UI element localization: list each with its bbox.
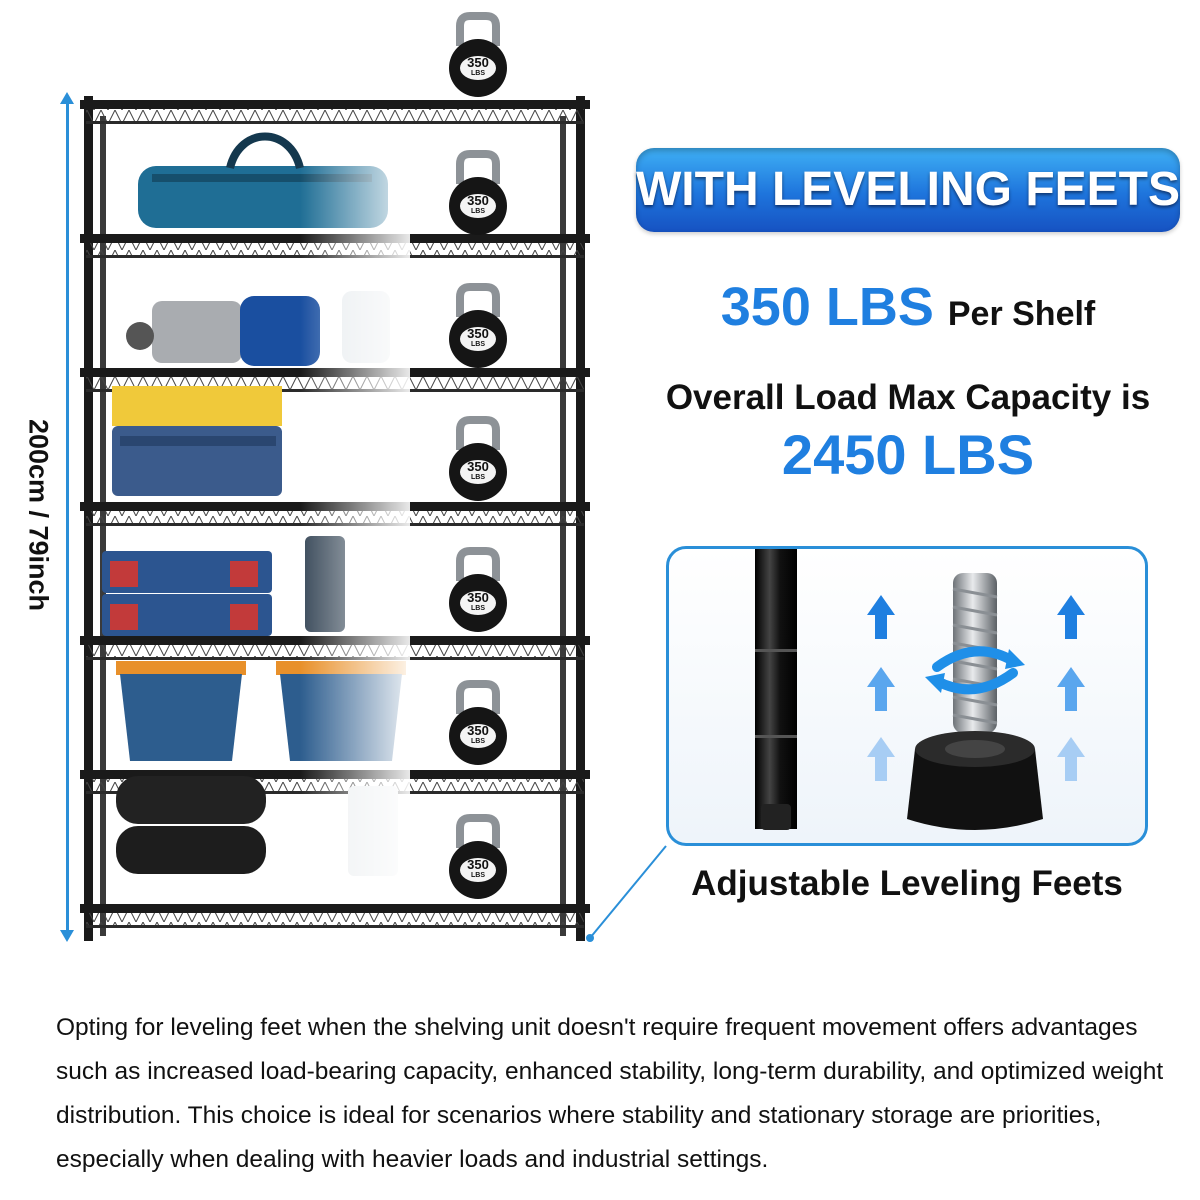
product-description: Opting for leveling feet when the shelvi… [56, 1014, 1164, 1173]
leveling-foot-icon [907, 573, 1043, 830]
kettlebell-unit: LBS [471, 605, 485, 612]
kettlebell-unit: LBS [471, 208, 485, 215]
per-shelf-label: Per Shelf [947, 295, 1096, 333]
leveling-feet-caption: Adjustable Leveling Feets [691, 864, 1123, 903]
kettlebell-weight: 350 [467, 193, 489, 208]
kettlebell-weight: 350 [467, 857, 489, 872]
shelf-post [755, 549, 797, 830]
header-banner: WITH LEVELING FEETS [636, 148, 1180, 232]
shelf-tier [80, 904, 590, 928]
rotate-icon [925, 646, 1025, 695]
overall-capacity-label: Overall Load Max Capacity is [665, 378, 1151, 417]
overall-capacity-value: 2450 LBS [781, 423, 1035, 486]
kettlebell-weight: 350 [467, 590, 489, 605]
per-shelf-capacity: 350 LBS Per Shelf [636, 276, 1180, 346]
leveling-foot-detail [666, 546, 1148, 846]
shelving-rack-illustration [80, 96, 590, 941]
dimension-arrow-top-icon [60, 92, 74, 104]
dimension-arrow-bottom-icon [60, 930, 74, 942]
kettlebell-unit: LBS [471, 474, 485, 481]
kettlebell-unit: LBS [471, 70, 485, 77]
header-title: WITH LEVELING FEETS [636, 163, 1181, 216]
kettlebell-weight: 350 [467, 459, 489, 474]
kettlebell-weight: 350 [467, 55, 489, 70]
height-dimension-line [66, 96, 69, 938]
kettlebell-unit: LBS [471, 738, 485, 745]
height-dimension-label: 200cm / 79inch [23, 418, 54, 612]
up-arrow-icon [867, 595, 1085, 781]
kettlebell-weight: 350 [467, 326, 489, 341]
kettlebell-weight: 350 [467, 723, 489, 738]
shelf-tier [80, 100, 590, 124]
per-shelf-value: 350 LBS [720, 277, 934, 337]
kettlebell-unit: LBS [471, 341, 485, 348]
kettlebell-unit: LBS [471, 872, 485, 879]
tool-caddy [112, 386, 282, 496]
